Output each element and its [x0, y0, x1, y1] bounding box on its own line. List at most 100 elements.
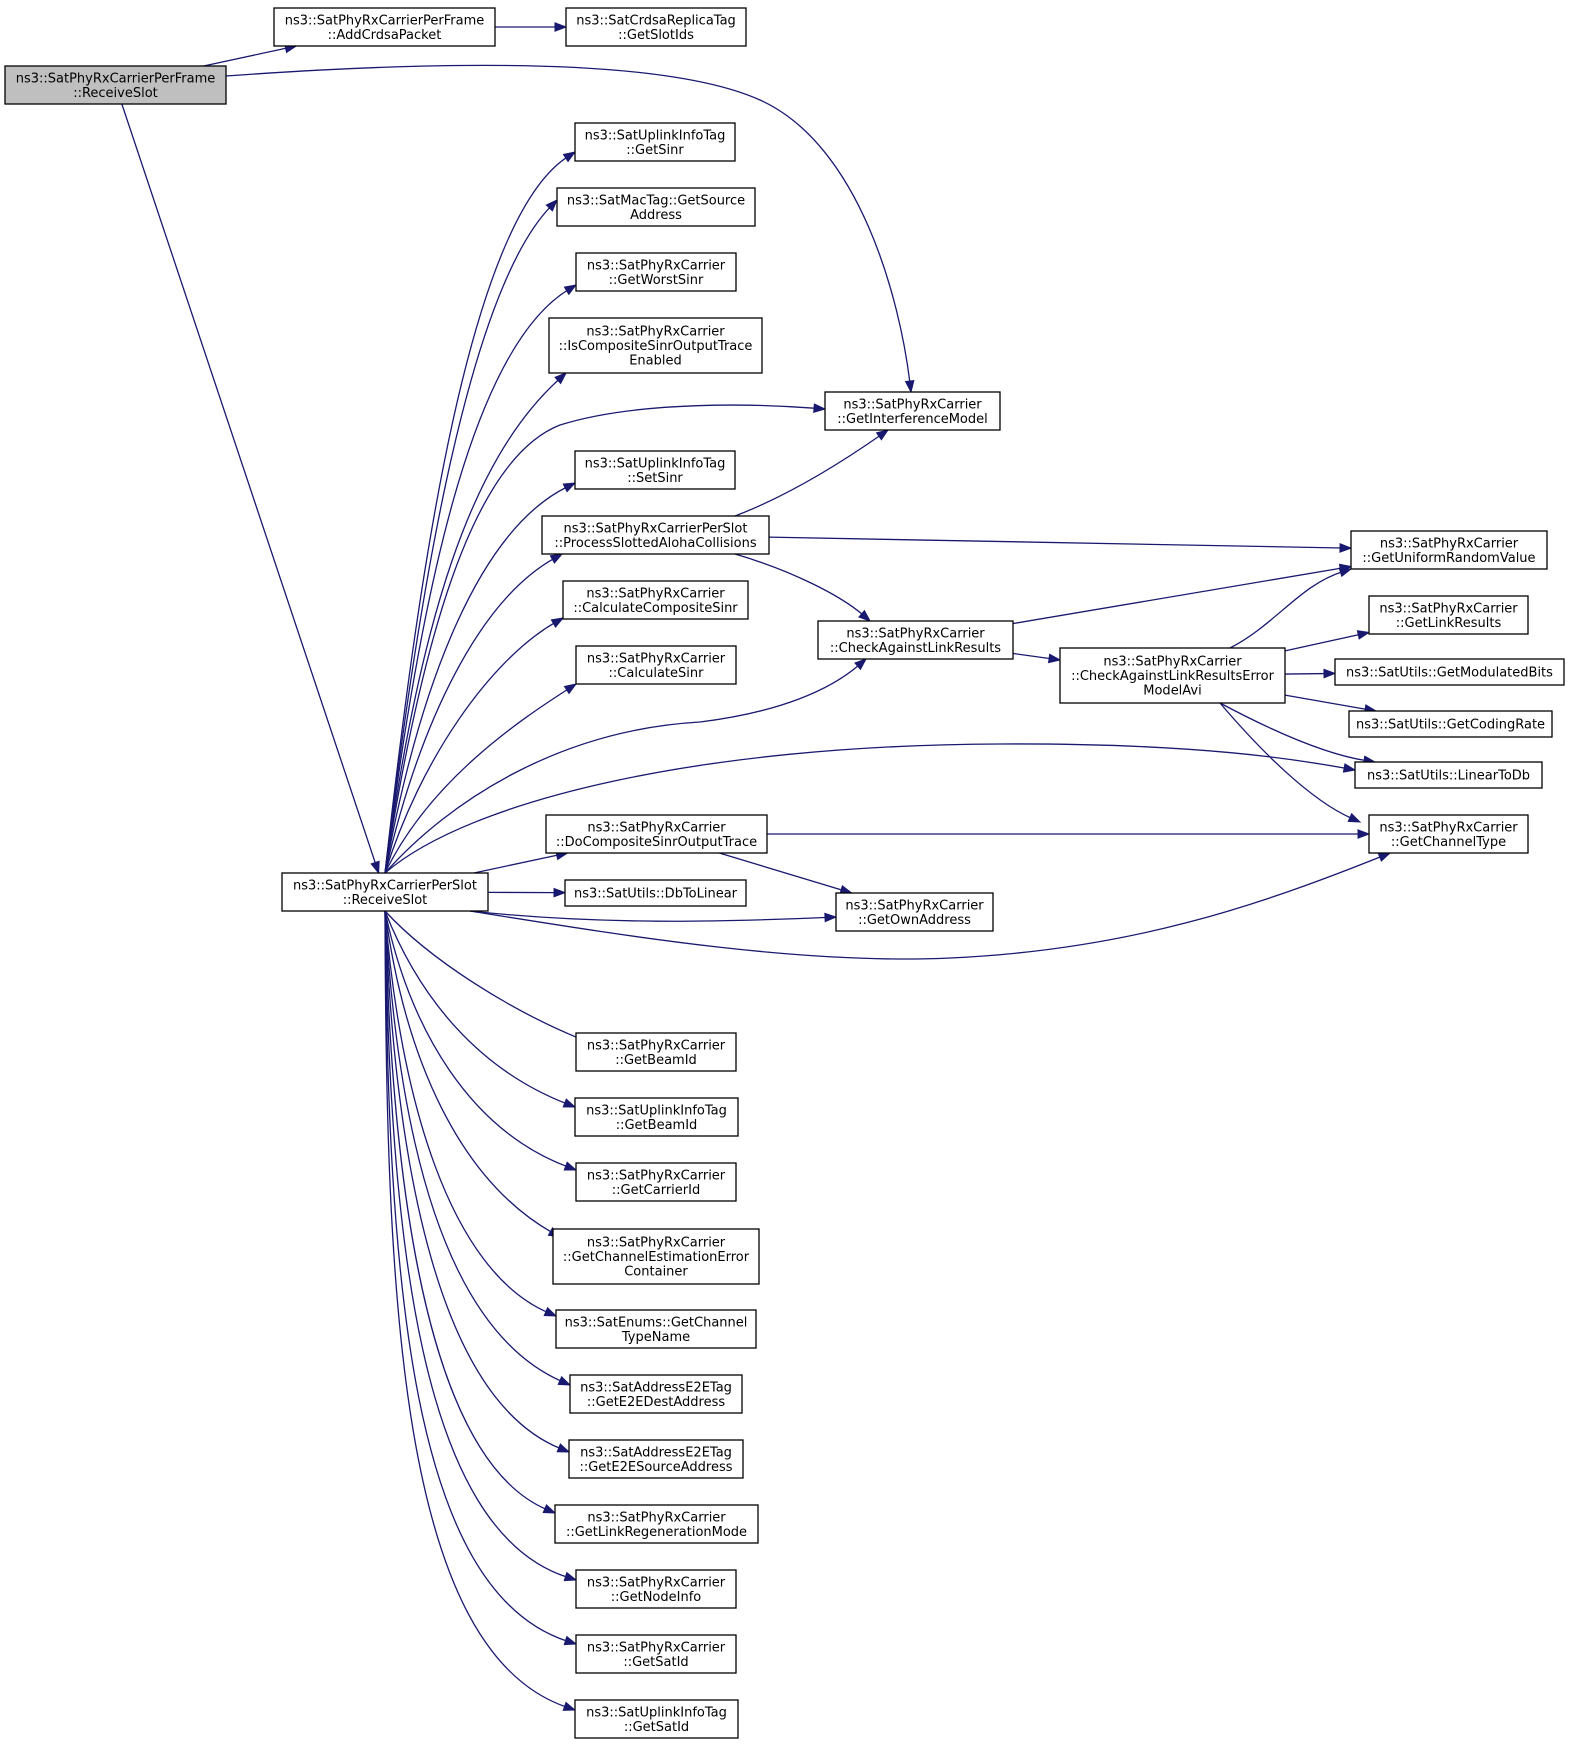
node-do-composite-sinr-trace-box — [545, 814, 768, 854]
edge-check-against-link-results-to-get-uniform-random-value-line — [1012, 567, 1343, 625]
node-get-e2e-dest-address-box — [569, 1374, 743, 1414]
node-get-coding-rate[interactable]: ns3::SatUtils::GetCodingRate — [1348, 710, 1553, 738]
edge-receive-slot-frame-to-add-crdsa-packet-line — [203, 47, 288, 67]
edge-receive-slot-frame-to-receive-slot-slot — [121, 103, 380, 875]
edge-receive-slot-slot-to-process-slotted-aloha-arrowhead — [549, 553, 564, 564]
node-uplink-get-sinr-label-1: ns3::SatUplinkInfoTag — [585, 128, 726, 143]
node-get-e2e-source-address[interactable]: ns3::SatAddressE2ETag::GetE2ESourceAddre… — [568, 1439, 744, 1479]
edge-check-against-link-results-avi-to-get-coding-rate-line — [1284, 694, 1368, 711]
node-get-modulated-bits[interactable]: ns3::SatUtils::GetModulatedBits — [1334, 658, 1565, 686]
node-get-channel-estimation-error-container[interactable]: ns3::SatPhyRxCarrier::GetChannelEstimati… — [552, 1228, 760, 1285]
node-db-to-linear-box — [564, 879, 747, 907]
node-uplink-get-sinr-label-2: ::GetSinr — [626, 143, 684, 158]
node-get-interference-model[interactable]: ns3::SatPhyRxCarrier::GetInterferenceMod… — [824, 391, 1001, 431]
node-calculate-composite-sinr-label-1: ns3::SatPhyRxCarrier — [586, 586, 725, 601]
node-add-crdsa-packet[interactable]: ns3::SatPhyRxCarrierPerFrame::AddCrdsaPa… — [273, 7, 496, 47]
node-linear-to-db[interactable]: ns3::SatUtils::LinearToDb — [1354, 761, 1543, 789]
node-carrier-get-beam-id[interactable]: ns3::SatPhyRxCarrier::GetBeamId — [575, 1032, 737, 1072]
node-add-crdsa-packet-label-2: ::AddCrdsaPacket — [328, 28, 442, 43]
node-receive-slot-frame-label-2: ::ReceiveSlot — [73, 86, 158, 101]
edge-receive-slot-slot-to-uplink-get-beam-id — [384, 910, 577, 1108]
edge-receive-slot-slot-to-calculate-composite-sinr — [384, 617, 565, 874]
node-get-channel-type-label-1: ns3::SatPhyRxCarrier — [1379, 820, 1518, 835]
node-get-uniform-random-value-box — [1350, 530, 1548, 570]
node-process-slotted-aloha[interactable]: ns3::SatPhyRxCarrierPerSlot::ProcessSlot… — [541, 515, 770, 555]
node-check-against-link-results-avi-label-3: ModelAvi — [1143, 684, 1201, 699]
node-carrier-get-beam-id-label-2: ::GetBeamId — [615, 1053, 697, 1068]
edge-receive-slot-slot-to-get-interference-model — [384, 403, 827, 874]
edge-receive-slot-slot-to-get-channel-type-name — [384, 910, 558, 1317]
node-calculate-sinr[interactable]: ns3::SatPhyRxCarrier::CalculateSinr — [575, 645, 737, 685]
edge-receive-slot-slot-to-uplink-get-sat-id — [384, 910, 577, 1711]
node-do-composite-sinr-trace[interactable]: ns3::SatPhyRxCarrier::DoCompositeSinrOut… — [545, 814, 768, 854]
node-get-e2e-dest-address[interactable]: ns3::SatAddressE2ETag::GetE2EDestAddress — [569, 1374, 743, 1414]
edge-receive-slot-slot-to-carrier-get-beam-id — [384, 910, 590, 1043]
node-get-interference-model-box — [824, 391, 1001, 431]
edge-receive-slot-slot-to-get-e2e-source-address-line — [384, 910, 561, 1450]
edge-receive-slot-slot-to-get-e2e-source-address-arrowhead — [556, 1443, 571, 1453]
node-get-e2e-source-address-box — [568, 1439, 744, 1479]
node-get-node-info[interactable]: ns3::SatPhyRxCarrier::GetNodeInfo — [575, 1569, 737, 1609]
node-get-worst-sinr[interactable]: ns3::SatPhyRxCarrier::GetWorstSinr — [575, 252, 737, 292]
edge-receive-slot-slot-to-calculate-sinr-line — [384, 688, 569, 874]
node-get-channel-type-box — [1368, 814, 1529, 854]
node-uplink-get-beam-id-label-1: ns3::SatUplinkInfoTag — [586, 1103, 727, 1118]
node-uplink-set-sinr-label-2: ::SetSinr — [627, 471, 683, 486]
node-get-worst-sinr-label-1: ns3::SatPhyRxCarrier — [587, 258, 726, 273]
node-get-channel-type[interactable]: ns3::SatPhyRxCarrier::GetChannelType — [1368, 814, 1529, 854]
edge-receive-slot-slot-to-calculate-sinr-arrowhead — [563, 683, 578, 695]
node-add-crdsa-packet-label-1: ns3::SatPhyRxCarrierPerFrame — [285, 13, 485, 28]
node-get-link-results[interactable]: ns3::SatPhyRxCarrier::GetLinkResults — [1368, 595, 1529, 635]
node-receive-slot-frame[interactable]: ns3::SatPhyRxCarrierPerFrame::ReceiveSlo… — [4, 65, 227, 105]
edge-receive-slot-slot-to-get-channel-type-name-arrowhead — [543, 1306, 558, 1317]
node-do-composite-sinr-trace-label-2: ::DoCompositeSinrOutputTrace — [556, 835, 757, 850]
edge-receive-slot-slot-to-process-slotted-aloha — [384, 553, 564, 874]
node-uplink-get-sinr-box — [574, 122, 736, 162]
node-get-e2e-source-address-label-2: ::GetE2ESourceAddress — [579, 1460, 732, 1475]
node-is-composite-sinr-trace-enabled[interactable]: ns3::SatPhyRxCarrier::IsCompositeSinrOut… — [548, 317, 763, 374]
edge-receive-slot-slot-to-uplink-set-sinr — [384, 482, 577, 874]
node-uplink-get-sat-id-label-1: ns3::SatUplinkInfoTag — [586, 1705, 727, 1720]
node-db-to-linear[interactable]: ns3::SatUtils::DbToLinear — [564, 879, 747, 907]
node-get-channel-type-name-label-2: TypeName — [621, 1330, 690, 1345]
node-uplink-get-sinr[interactable]: ns3::SatUplinkInfoTag::GetSinr — [574, 122, 736, 162]
node-get-uniform-random-value-label-2: ::GetUniformRandomValue — [1362, 551, 1535, 566]
node-get-carrier-id-label-1: ns3::SatPhyRxCarrier — [587, 1168, 726, 1183]
edge-receive-slot-slot-to-get-node-info-line — [384, 910, 568, 1578]
node-check-against-link-results-avi[interactable]: ns3::SatPhyRxCarrier::CheckAgainstLinkRe… — [1059, 647, 1286, 704]
node-receive-slot-slot-box — [281, 872, 489, 912]
node-get-slot-ids[interactable]: ns3::SatCrdsaReplicaTag::GetSlotIds — [565, 7, 747, 47]
node-carrier-get-sat-id[interactable]: ns3::SatPhyRxCarrier::GetSatId — [575, 1634, 737, 1674]
edge-receive-slot-slot-to-uplink-get-beam-id-line — [384, 910, 567, 1105]
node-check-against-link-results-avi-box — [1059, 647, 1286, 704]
edge-receive-slot-slot-to-uplink-set-sinr-arrowhead — [562, 482, 577, 493]
node-get-channel-estimation-error-container-label-2: ::GetChannelEstimationError — [563, 1250, 750, 1265]
edge-check-against-link-results-avi-to-get-link-results-arrowhead — [1356, 630, 1371, 640]
node-uplink-set-sinr[interactable]: ns3::SatUplinkInfoTag::SetSinr — [574, 450, 736, 490]
node-check-against-link-results[interactable]: ns3::SatPhyRxCarrier::CheckAgainstLinkRe… — [817, 620, 1014, 660]
edge-receive-slot-slot-to-get-e2e-source-address — [384, 910, 571, 1453]
node-uplink-get-beam-id[interactable]: ns3::SatUplinkInfoTag::GetBeamId — [574, 1097, 739, 1137]
edge-process-slotted-aloha-to-get-uniform-random-value-arrowhead — [1339, 543, 1353, 553]
node-get-own-address[interactable]: ns3::SatPhyRxCarrier::GetOwnAddress — [835, 892, 994, 932]
node-get-link-regeneration-mode[interactable]: ns3::SatPhyRxCarrier::GetLinkRegeneratio… — [554, 1504, 759, 1544]
node-calculate-composite-sinr[interactable]: ns3::SatPhyRxCarrier::CalculateComposite… — [562, 580, 749, 620]
edge-receive-slot-slot-to-get-worst-sinr-arrowhead — [563, 284, 578, 296]
node-get-carrier-id[interactable]: ns3::SatPhyRxCarrier::GetCarrierId — [575, 1162, 737, 1202]
edge-process-slotted-aloha-to-get-uniform-random-value-line — [768, 536, 1343, 549]
edge-check-against-link-results-avi-to-get-link-results — [1284, 630, 1371, 652]
node-get-link-regeneration-mode-box — [554, 1504, 759, 1544]
edge-receive-slot-slot-to-get-interference-model-line — [384, 404, 817, 874]
node-get-uniform-random-value[interactable]: ns3::SatPhyRxCarrier::GetUniformRandomVa… — [1350, 530, 1548, 570]
edge-process-slotted-aloha-to-get-interference-model-line — [734, 434, 881, 517]
edge-check-against-link-results-to-get-uniform-random-value — [1012, 563, 1353, 625]
node-receive-slot-slot[interactable]: ns3::SatPhyRxCarrierPerSlot::ReceiveSlot — [281, 872, 489, 912]
node-get-slot-ids-label-2: ::GetSlotIds — [618, 28, 694, 43]
edge-receive-slot-frame-to-get-interference-model — [225, 64, 915, 394]
edge-receive-slot-slot-to-get-channel-type-arrowhead — [1377, 852, 1392, 862]
node-uplink-get-sat-id[interactable]: ns3::SatUplinkInfoTag::GetSatId — [574, 1699, 739, 1739]
node-calculate-composite-sinr-box — [562, 580, 749, 620]
node-get-e2e-dest-address-label-1: ns3::SatAddressE2ETag — [580, 1380, 732, 1395]
